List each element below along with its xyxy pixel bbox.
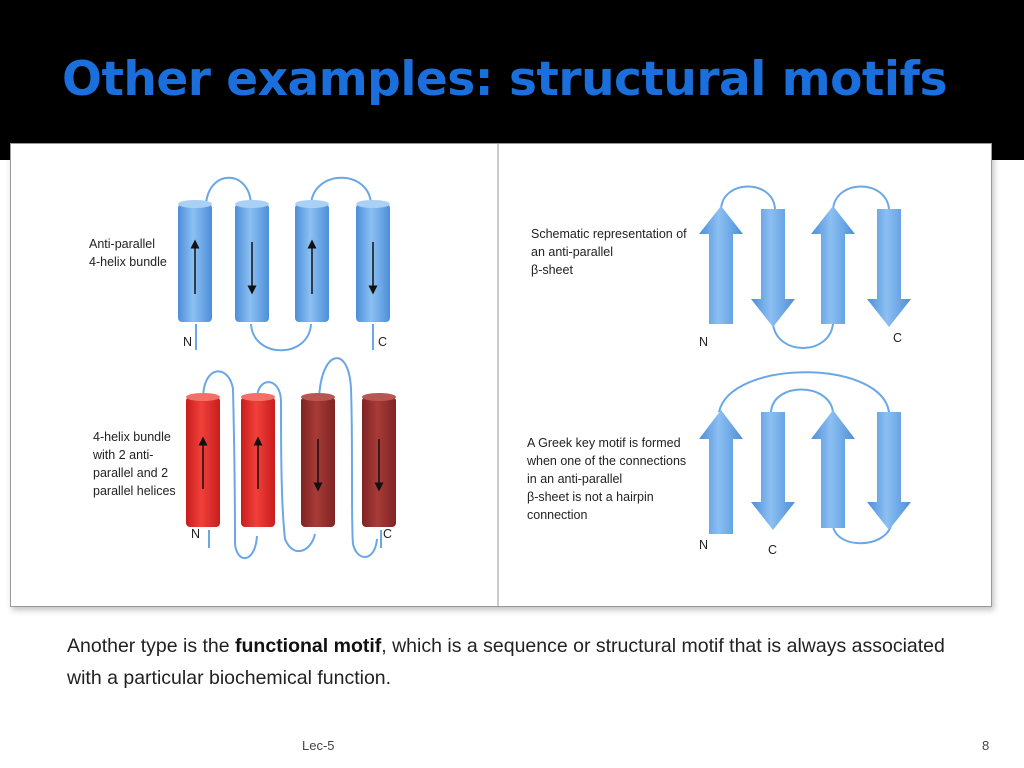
label-line: Schematic representation of [531, 227, 687, 241]
beta-strand-down [751, 412, 795, 530]
helix-cylinder [356, 200, 390, 322]
helix-cylinder [362, 393, 396, 527]
right-bottom-greek-key: A Greek key motif is formed when one of … [526, 371, 911, 557]
label-line: β-sheet is not a hairpin [527, 490, 654, 504]
left-top-bundle: Anti-parallel 4-helix bundle N C [89, 176, 390, 352]
c-terminus-label: C [768, 543, 777, 557]
right-top-beta-sheet: Schematic representation of an anti-para… [531, 185, 911, 349]
label-line: connection [527, 508, 588, 522]
loop-connector [250, 323, 312, 352]
page-number: 8 [982, 738, 990, 753]
c-terminus-label: C [383, 527, 392, 541]
helix-cylinder [241, 393, 275, 527]
c-terminus-label: C [893, 331, 902, 345]
loop-connector [256, 381, 316, 552]
slide-title: Other examples: structural motifs [62, 52, 947, 107]
n-terminus-label: N [699, 335, 708, 349]
helix-cylinder [301, 393, 335, 527]
loop-connector [832, 525, 892, 545]
loop-connector [310, 176, 372, 205]
footer-lecture: Lec-5 [302, 738, 335, 753]
label-line: β-sheet [531, 263, 573, 277]
loop-connector [318, 357, 378, 558]
label-line: A Greek key motif is formed [527, 436, 681, 450]
label-line: with 2 anti- [92, 448, 153, 462]
helix-cylinder [186, 393, 220, 527]
beta-strand-down [867, 209, 911, 327]
helix-cylinder [235, 200, 269, 322]
caption-prefix: Another type is the [67, 635, 236, 657]
label-line: an anti-parallel [531, 245, 613, 259]
loop-connector [772, 323, 834, 349]
caption-text: Another type is the functional motif, wh… [67, 630, 967, 694]
caption-suffix: , which is a sequence or structural moti… [67, 635, 945, 689]
beta-strand-down [867, 412, 911, 530]
beta-strand-up [699, 410, 743, 534]
label-line: 4-helix bundle [89, 255, 167, 269]
n-terminus-label: N [699, 538, 708, 552]
beta-strand-down [751, 209, 795, 327]
beta-strand-up [811, 206, 855, 324]
beta-strand-up [699, 206, 743, 324]
label-line: Anti-parallel [89, 237, 155, 251]
motif-diagram: Anti-parallel 4-helix bundle N C [89, 144, 911, 606]
caption-bold-term: functional motif [235, 635, 382, 657]
title-bar: Other examples: structural motifs [0, 0, 1024, 160]
motif-figure: Anti-parallel 4-helix bundle N C [10, 143, 992, 607]
n-terminus-label: N [183, 335, 192, 349]
label-line: parallel helices [93, 484, 176, 498]
n-terminus-label: N [191, 527, 200, 541]
loop-connector [720, 185, 776, 210]
label-line: parallel and 2 [93, 466, 168, 480]
helix-cylinder [178, 200, 212, 322]
c-terminus-label: C [378, 335, 387, 349]
helix-cylinder [295, 200, 329, 322]
label-line: when one of the connections [526, 454, 686, 468]
left-bottom-bundle: 4-helix bundle with 2 anti- parallel and… [92, 357, 396, 560]
label-line: in an anti-parallel [527, 472, 622, 486]
label-line: 4-helix bundle [93, 430, 171, 444]
loop-connector [202, 370, 258, 560]
loop-connector [718, 371, 890, 413]
loop-connector [205, 176, 252, 205]
beta-strand-up [811, 410, 855, 528]
loop-connector [832, 185, 890, 210]
loop-connector [770, 388, 834, 413]
